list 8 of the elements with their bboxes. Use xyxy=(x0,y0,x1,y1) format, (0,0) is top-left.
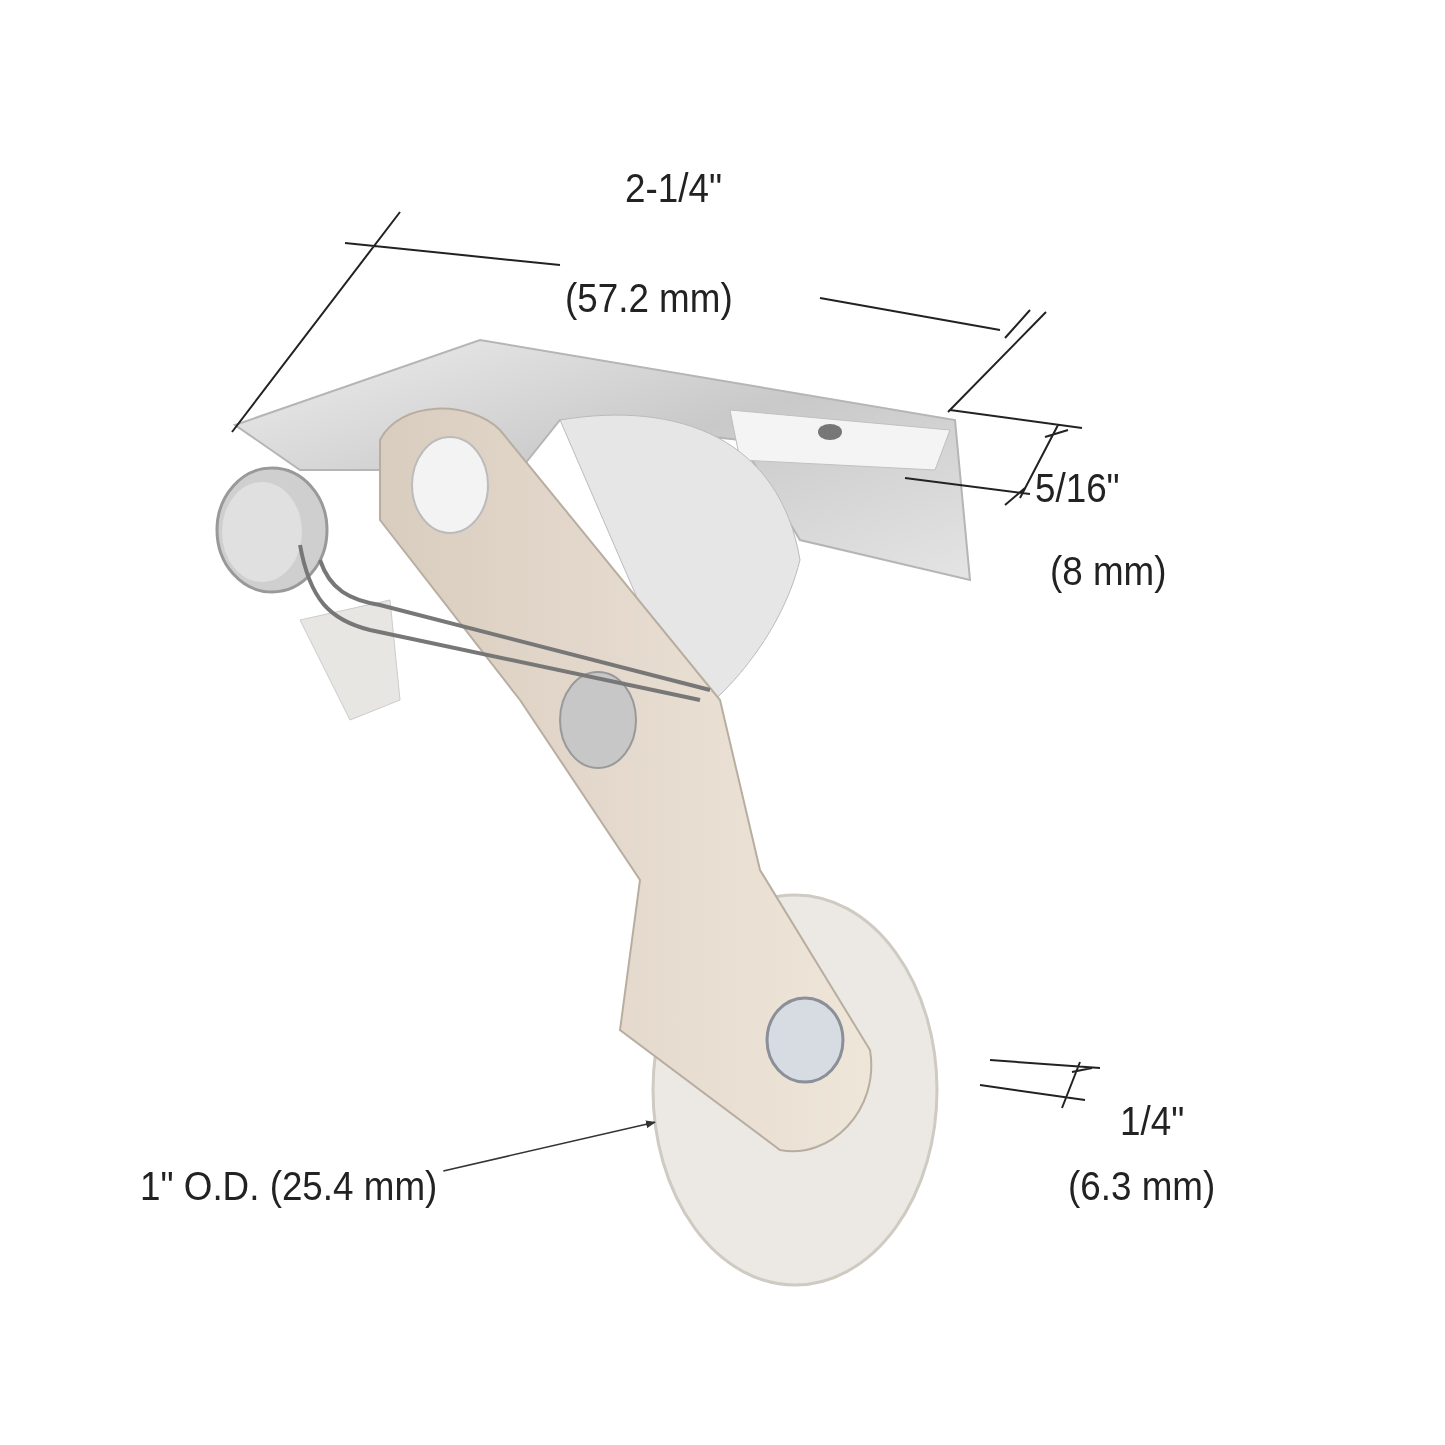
dimension-label: (6.3 mm) xyxy=(1068,1163,1216,1209)
dimension-label: (57.2 mm) xyxy=(565,275,733,321)
dimension-label: (8 mm) xyxy=(1050,548,1167,594)
dimension-label: 2-1/4" xyxy=(625,165,722,211)
dimension-label: 5/16" xyxy=(1035,465,1120,511)
dimension-label: 1/4" xyxy=(1120,1098,1185,1144)
dimension-label: 1" O.D. (25.4 mm) xyxy=(140,1163,438,1209)
leader-line xyxy=(442,1120,656,1172)
